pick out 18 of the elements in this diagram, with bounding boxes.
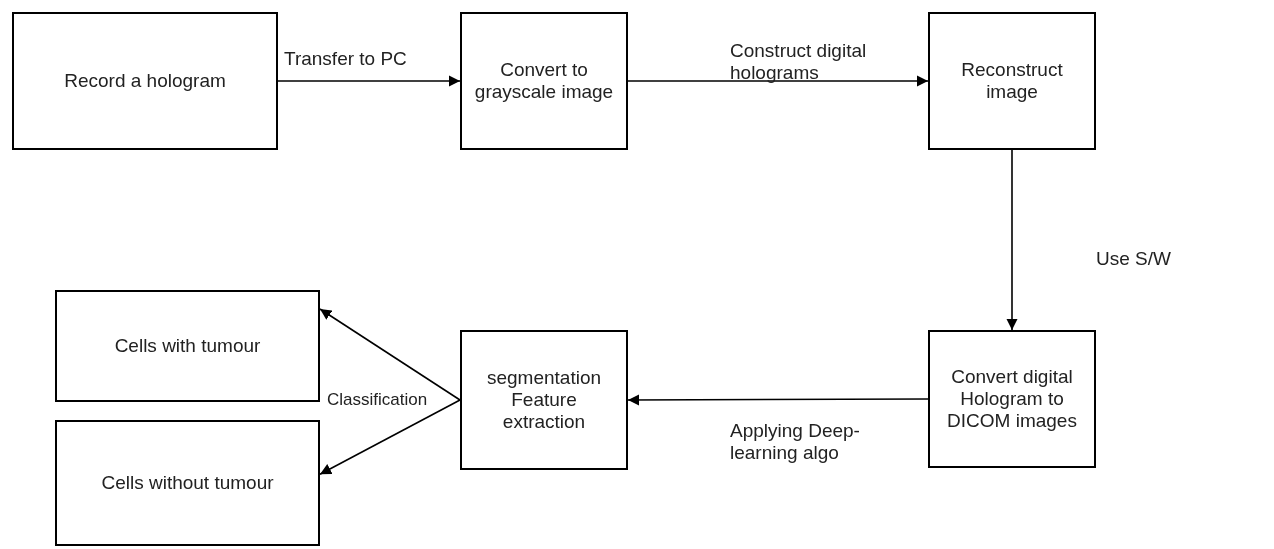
arrow [319, 308, 461, 401]
process-box: Convert to grayscale image [460, 12, 628, 150]
arrow [627, 394, 929, 406]
edge-label: Classification [327, 390, 429, 410]
process-box: segmentation Feature extraction [460, 330, 628, 470]
arrow [277, 75, 461, 87]
edge-label: Construct digital holograms [730, 40, 868, 84]
process-box: Convert digital Hologram to DICOM images [928, 330, 1096, 468]
arrow [319, 399, 461, 475]
edge-label: Applying Deep-learning algo [730, 420, 861, 464]
edge-label: Use S/W [1096, 248, 1172, 270]
arrow [627, 75, 929, 87]
process-box: Record a hologram [12, 12, 278, 150]
process-box: Cells with tumour [55, 290, 320, 402]
edge-label: Transfer to PC [284, 48, 408, 70]
process-box: Cells without tumour [55, 420, 320, 546]
arrow [1006, 149, 1018, 331]
process-box: Reconstruct image [928, 12, 1096, 150]
